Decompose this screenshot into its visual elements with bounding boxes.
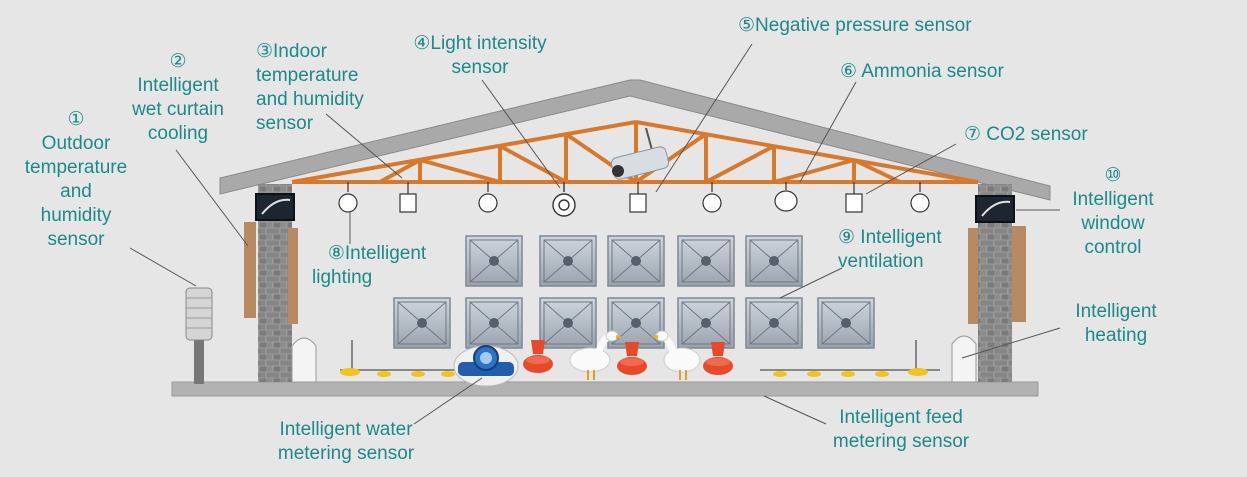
water-meter-label: Intelligent water metering sensor	[262, 418, 430, 466]
label-line: sensor	[47, 229, 105, 250]
lighting-label: ⑧Intelligent lighting	[312, 242, 442, 290]
label-line: ventilation	[838, 251, 924, 272]
fan-icon	[745, 297, 803, 349]
label-line: Intelligent water	[279, 419, 413, 440]
label-line: ⑥ Ammonia sensor	[840, 61, 1004, 82]
label-line: lighting	[312, 267, 373, 288]
wet-curtain-label: ② Intelligent wet curtain cooling	[116, 50, 240, 146]
duck-icon	[569, 330, 701, 380]
indoor-sensor-label: ③Indoor temperature and humidity sensor	[256, 40, 364, 136]
label-line: wet curtain	[132, 99, 224, 120]
feed-meter-label: Intelligent feed metering sensor	[818, 406, 984, 454]
water-meter-icon	[453, 345, 519, 387]
fan-icon	[465, 235, 523, 287]
weather-station-icon	[185, 287, 213, 384]
feeder-icon	[523, 340, 733, 375]
negative-pressure-label: ⑤Negative pressure sensor	[738, 14, 972, 38]
sensor-box-icon	[399, 182, 863, 213]
label-line: ⑤Negative pressure sensor	[738, 15, 972, 36]
label-number: ②	[169, 51, 187, 72]
label-line: Intelligent	[1072, 189, 1154, 210]
light-sensor-icon	[552, 182, 576, 217]
co2-label: ⑦ CO2 sensor	[964, 123, 1088, 147]
label-line: sensor	[451, 57, 509, 78]
window-control-label: ⑩ Intelligent window control	[1058, 164, 1168, 260]
light-intensity-label: ④Light intensity sensor	[398, 32, 562, 80]
fan-icon	[745, 235, 803, 287]
label-line: ④Light intensity	[413, 33, 547, 54]
label-line: temperature	[256, 65, 359, 86]
label-line: ③Indoor	[256, 41, 327, 62]
fan-icon	[607, 297, 665, 349]
label-line: ⑦ CO2 sensor	[964, 124, 1088, 145]
label-line: metering sensor	[277, 443, 415, 464]
ammonia-label: ⑥ Ammonia sensor	[840, 60, 1004, 84]
label-line: and humidity	[256, 89, 364, 110]
camera-icon	[610, 127, 670, 180]
label-line: humidity	[40, 205, 112, 226]
label-line: Intelligent	[1075, 301, 1157, 322]
label-line: cooling	[147, 123, 209, 144]
fan-icon	[539, 235, 597, 287]
fan-icon	[607, 235, 665, 287]
ventilation-label: ⑨ Intelligent ventilation	[838, 226, 942, 274]
outdoor-sensor-label: ① Outdoor temperature and humidity senso…	[14, 108, 138, 252]
heating-label: Intelligent heating	[1060, 300, 1172, 348]
fan-array	[393, 235, 875, 349]
label-line: Intelligent	[137, 75, 219, 96]
floor-slab	[171, 381, 1039, 397]
label-line: and	[60, 181, 92, 202]
label-line: ⑧Intelligent	[327, 243, 427, 264]
label-line: temperature	[24, 157, 128, 178]
fan-icon	[677, 235, 735, 287]
fan-icon	[465, 297, 523, 349]
label-number: ①	[67, 109, 85, 130]
label-line: sensor	[256, 113, 314, 134]
fan-icon	[393, 297, 451, 349]
right-wall	[968, 184, 1026, 382]
label-line: heating	[1084, 325, 1148, 346]
window-actuator-icon	[255, 193, 1015, 223]
fan-icon	[539, 297, 597, 349]
drinker-icon	[340, 340, 940, 377]
label-line: window	[1081, 213, 1145, 234]
label-number: ⑩	[1104, 165, 1122, 186]
roof	[219, 79, 1051, 201]
label-line: Outdoor	[41, 133, 111, 154]
fan-icon	[817, 297, 875, 349]
label-line: metering sensor	[832, 431, 970, 452]
fan-icon	[677, 297, 735, 349]
leader-lines	[129, 43, 1061, 425]
heater-icon	[291, 335, 977, 383]
label-line: control	[1084, 237, 1142, 258]
bulb-icon	[338, 182, 930, 213]
label-line: Intelligent feed	[839, 407, 963, 428]
label-line: ⑨ Intelligent	[838, 227, 942, 248]
